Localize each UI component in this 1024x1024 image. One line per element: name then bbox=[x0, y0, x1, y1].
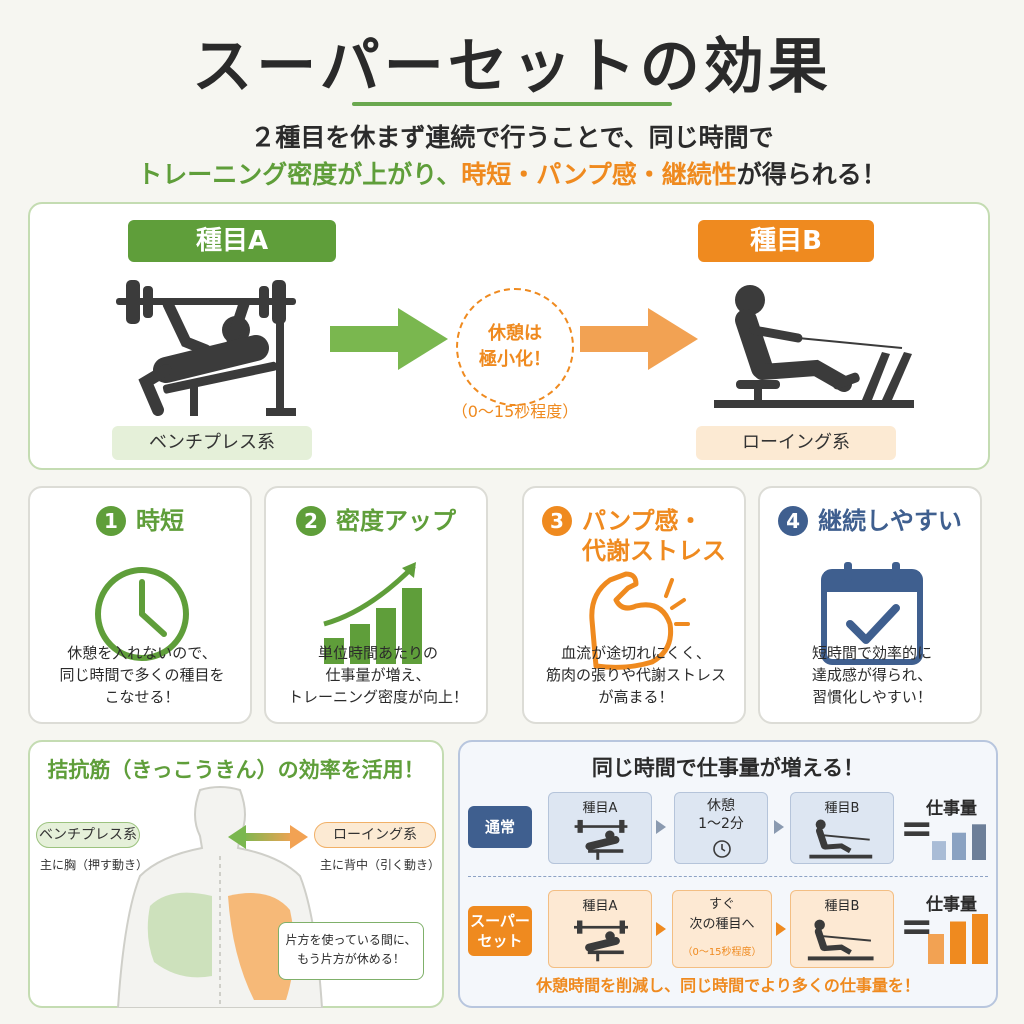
card-description: 単位時間あたりの 仕事量が増え、 トレーニング密度が向上！ bbox=[287, 644, 468, 706]
card-heading: 4 継続しやすい bbox=[760, 506, 980, 536]
normal-rest: 休憩 1〜2分 bbox=[674, 792, 768, 864]
benefit-card-pump: 3 パンプ感・ 代謝ストレス 血流が途切れにくく、 筋肉の張りや代謝ストレス が… bbox=[522, 486, 746, 724]
arrow-right-icon bbox=[580, 308, 698, 370]
work-bar bbox=[928, 934, 944, 964]
card-title: 密度アップ bbox=[336, 507, 456, 535]
work-label: 仕事量 bbox=[926, 799, 977, 819]
flow-panel: 種目A 種目B ベンチプレス系 休憩は 極小化！ （0〜15秒程度） bbox=[28, 202, 990, 470]
bar-chart-up-icon bbox=[323, 562, 422, 664]
torso-icon bbox=[116, 786, 324, 1008]
work-label: 仕事量 bbox=[926, 895, 977, 915]
card-description: 血流が途切れにくく、 筋肉の張りや代謝ストレス が高まる！ bbox=[545, 644, 726, 706]
superset-row-label: スーパー セット bbox=[468, 906, 532, 956]
equals-sign: = bbox=[900, 806, 934, 852]
subtitle-benefits: 時短・パンプ感・継続性 bbox=[461, 160, 737, 189]
subtitle-line-1: ２種目を休まず連続で行うことで、同じ時間で bbox=[250, 123, 774, 152]
card-title: 継続しやすい bbox=[818, 507, 962, 535]
number-badge: 4 bbox=[778, 506, 809, 536]
rest-line-2: 極小化！ bbox=[479, 349, 551, 370]
arrow-right-icon bbox=[330, 308, 448, 370]
antagonist-panel: 拮抗筋（きっこうきん）の効率を活用！ ベンチプレス系 主に胸（押す動き） ローイ… bbox=[28, 740, 444, 1008]
card-description: 短時間で効率的に 達成感が得られ、 習慣化しやすい！ bbox=[811, 644, 933, 706]
benefit-card-habit: 4 継続しやすい 短時間で効率的に 達成感が得られ、 習慣化しやすい！ bbox=[758, 486, 982, 724]
equals-sign: = bbox=[900, 904, 934, 950]
rowing-icon bbox=[809, 819, 873, 859]
card-heading: 1 時短 bbox=[30, 506, 250, 536]
calendar-check-icon bbox=[821, 562, 923, 665]
work-bar bbox=[952, 832, 966, 860]
card-title: パンプ感・ 代謝ストレス bbox=[582, 507, 726, 565]
arrow-right-icon bbox=[776, 922, 786, 936]
normal-row-label: 通常 bbox=[468, 806, 532, 848]
box-label: 種目B bbox=[824, 801, 860, 816]
work-bar bbox=[950, 921, 966, 964]
exercise-b-tag: ローイング系 bbox=[696, 426, 896, 460]
page-title: スーパーセットの効果 bbox=[192, 32, 832, 102]
rowing-icon bbox=[714, 285, 914, 408]
exercise-b-label: 種目B bbox=[698, 220, 874, 262]
work-bar bbox=[972, 914, 988, 964]
chest-muscle-tag: ベンチプレス系 bbox=[36, 822, 140, 848]
bench-press-icon bbox=[116, 280, 296, 416]
subtitle-tail: が得られる！ bbox=[736, 160, 887, 189]
number-badge: 1 bbox=[96, 506, 126, 536]
rest-seconds: （0〜15秒程度） bbox=[451, 402, 579, 421]
rest-while-working-bubble: 片方を使っている間に、 もう片方が休める！ bbox=[278, 922, 424, 980]
subtitle-line-2: トレーニング密度が上がり、時短・パンプ感・継続性が得られる！ bbox=[0, 155, 1024, 191]
next-text: すぐ 次の種目へ bbox=[689, 897, 755, 932]
exercise-a-label: 種目A bbox=[128, 220, 336, 262]
benefit-card-density: 2 密度アップ 単位時間あたりの 仕事量が増え、 トレーニング密度が向上！ bbox=[264, 486, 488, 724]
rest-minimized-badge: 休憩は 極小化！ bbox=[456, 288, 574, 406]
work-bar bbox=[932, 841, 946, 860]
clock-icon bbox=[95, 567, 189, 661]
back-muscle-tag: ローイング系 bbox=[314, 822, 436, 848]
rowing-icon bbox=[807, 919, 874, 961]
card-title: 時短 bbox=[136, 507, 184, 535]
comparison-footer: 休憩時間を削減し、同じ時間でより多くの仕事量を！ bbox=[536, 976, 920, 995]
row-divider bbox=[468, 876, 988, 877]
normal-work-bars bbox=[932, 824, 986, 860]
superset-next: すぐ 次の種目へ （0〜15秒程度） bbox=[672, 890, 772, 968]
exercise-a-tag: ベンチプレス系 bbox=[112, 426, 312, 460]
card-heading: 2 密度アップ bbox=[266, 506, 486, 536]
title-underline bbox=[352, 102, 672, 106]
box-label: 種目B bbox=[824, 899, 860, 914]
superset-work-bars bbox=[928, 914, 988, 964]
next-seconds: （0〜15秒程度） bbox=[682, 947, 762, 958]
card-description: 休憩を入れないので、 同じ時間で多くの種目を こなせる！ bbox=[59, 644, 225, 706]
number-badge: 2 bbox=[296, 506, 326, 536]
box-label: 種目A bbox=[582, 899, 618, 914]
double-arrow-icon bbox=[228, 825, 308, 849]
arrow-right-icon bbox=[774, 820, 784, 834]
superset-exercise-a: 種目A bbox=[548, 890, 652, 968]
card-heading: 3 パンプ感・ 代謝ストレス bbox=[524, 506, 744, 566]
work-bar bbox=[972, 824, 986, 860]
number-badge: 3 bbox=[542, 506, 572, 536]
bench-press-icon bbox=[574, 819, 628, 860]
flexed-arm-icon bbox=[589, 571, 690, 670]
benefit-card-time: 1 時短 休憩を入れないので、 同じ時間で多くの種目を こなせる！ bbox=[28, 486, 252, 724]
normal-exercise-a: 種目A bbox=[548, 792, 652, 864]
bench-press-icon bbox=[574, 920, 628, 962]
antagonist-title: 拮抗筋（きっこうきん）の効率を活用！ bbox=[47, 758, 425, 782]
back-note: 主に背中（引く動き） bbox=[320, 858, 441, 872]
rest-text: 休憩 1〜2分 bbox=[698, 798, 744, 832]
arrow-right-icon bbox=[656, 820, 666, 834]
box-label: 種目A bbox=[582, 801, 618, 816]
normal-exercise-b: 種目B bbox=[790, 792, 894, 864]
subtitle-density: トレーニング密度が上がり、 bbox=[137, 160, 462, 189]
arrow-right-icon bbox=[656, 922, 666, 936]
clock-icon bbox=[713, 840, 731, 858]
chest-note: 主に胸（押す動き） bbox=[40, 858, 149, 872]
superset-exercise-b: 種目B bbox=[790, 890, 894, 968]
rest-line-1: 休憩は bbox=[488, 323, 542, 344]
comparison-title: 同じ時間で仕事量が増える！ bbox=[591, 756, 865, 780]
comparison-panel: 同じ時間で仕事量が増える！ 通常 種目A 休憩 1〜2分 種目B bbox=[458, 740, 998, 1008]
